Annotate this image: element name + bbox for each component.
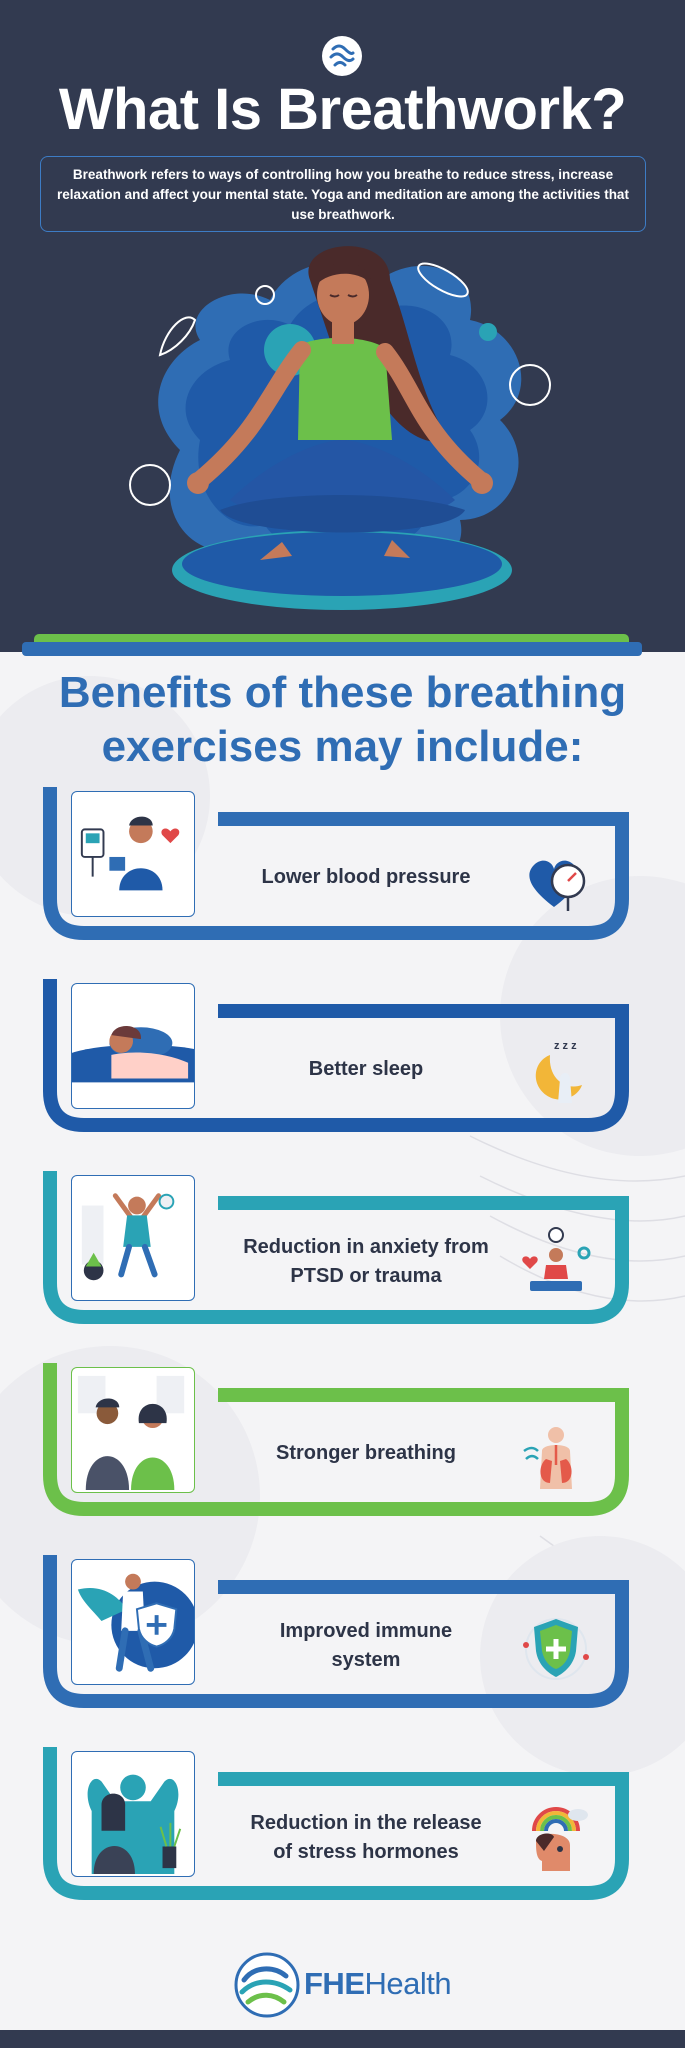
thumb-breathing xyxy=(71,1367,195,1493)
divider-bar-green xyxy=(34,634,629,644)
divider-bar-blue xyxy=(22,642,642,656)
benefit-label-line1: Stronger breathing xyxy=(275,1442,456,1464)
card-frame xyxy=(43,787,629,940)
benefit-label: Lower blood pressure xyxy=(210,863,522,892)
benefit-card-sleep: Better sleep z z z xyxy=(0,975,685,1135)
footer-brand-light: Health xyxy=(364,1966,452,2001)
brand-logo-icon xyxy=(322,36,362,76)
benefits-heading-line2: exercises may include: xyxy=(101,722,584,771)
card-frame xyxy=(43,1171,629,1324)
footer-brand-bold: FHE xyxy=(304,1966,365,2001)
benefit-label: Stronger breathing xyxy=(210,1439,522,1468)
immune-shield-icon xyxy=(520,1611,592,1683)
benefit-label-line1: Improved immune xyxy=(279,1620,453,1642)
benefit-label-line2: PTSD or trauma xyxy=(290,1265,442,1287)
intro-text: Breathwork refers to ways of controlling… xyxy=(57,167,629,222)
benefits-heading: Benefits of these breathing exercises ma… xyxy=(0,666,685,774)
benefit-label: Better sleep xyxy=(210,1055,522,1084)
hero-section: What Is Breathwork? Breathwork refers to… xyxy=(0,0,685,656)
card-frame xyxy=(43,979,629,1132)
thumb-blood-pressure xyxy=(71,791,195,917)
benefit-card-immune: Improved immune system xyxy=(0,1551,685,1711)
fhe-health-logo-icon xyxy=(234,1952,300,2018)
thumb-immune xyxy=(71,1559,195,1685)
heart-pressure-gauge-icon xyxy=(520,845,592,917)
thumb-anxiety xyxy=(71,1175,195,1301)
svg-text:z z z: z z z xyxy=(554,1040,577,1052)
thumb-stress-hormones xyxy=(71,1751,195,1877)
benefit-card-anxiety: Reduction in anxiety from PTSD or trauma xyxy=(0,1167,685,1327)
benefit-label: Reduction in anxiety from PTSD or trauma xyxy=(210,1233,522,1291)
thumb-sleep xyxy=(71,983,195,1109)
benefits-heading-line1: Benefits of these breathing xyxy=(58,668,627,717)
benefit-label-line1: Lower blood pressure xyxy=(261,866,471,888)
intro-text-box: Breathwork refers to ways of controlling… xyxy=(40,156,646,232)
benefit-label-line1: Reduction in anxiety from xyxy=(243,1236,489,1258)
benefit-label: Improved immune system xyxy=(210,1617,522,1675)
benefit-card-breathing: Stronger breathing xyxy=(0,1359,685,1519)
mind-rainbow-icon xyxy=(520,1801,592,1873)
benefit-card-stress-hormones: Reduction in the release of stress hormo… xyxy=(0,1743,685,1903)
benefit-label-line2: system xyxy=(331,1649,401,1671)
footer-brand: FHEHealth xyxy=(304,1966,452,2002)
moon-sleep-icon: z z z xyxy=(520,1035,592,1107)
benefit-label-line1: Reduction in the release xyxy=(250,1812,482,1834)
benefit-label-line1: Better sleep xyxy=(308,1058,424,1080)
card-frame xyxy=(43,1555,629,1708)
card-frame xyxy=(43,1747,629,1900)
benefit-label: Reduction in the release of stress hormo… xyxy=(210,1809,522,1867)
page-title: What Is Breathwork? xyxy=(58,77,627,142)
meditating-woman-illustration xyxy=(129,246,551,610)
footer-strip xyxy=(0,2030,685,2048)
lungs-icon xyxy=(520,1421,592,1493)
meditation-wellness-icon xyxy=(520,1227,592,1299)
benefit-card-blood-pressure: Lower blood pressure xyxy=(0,783,685,943)
card-frame xyxy=(43,1363,629,1516)
benefit-label-line2: of stress hormones xyxy=(273,1841,459,1863)
